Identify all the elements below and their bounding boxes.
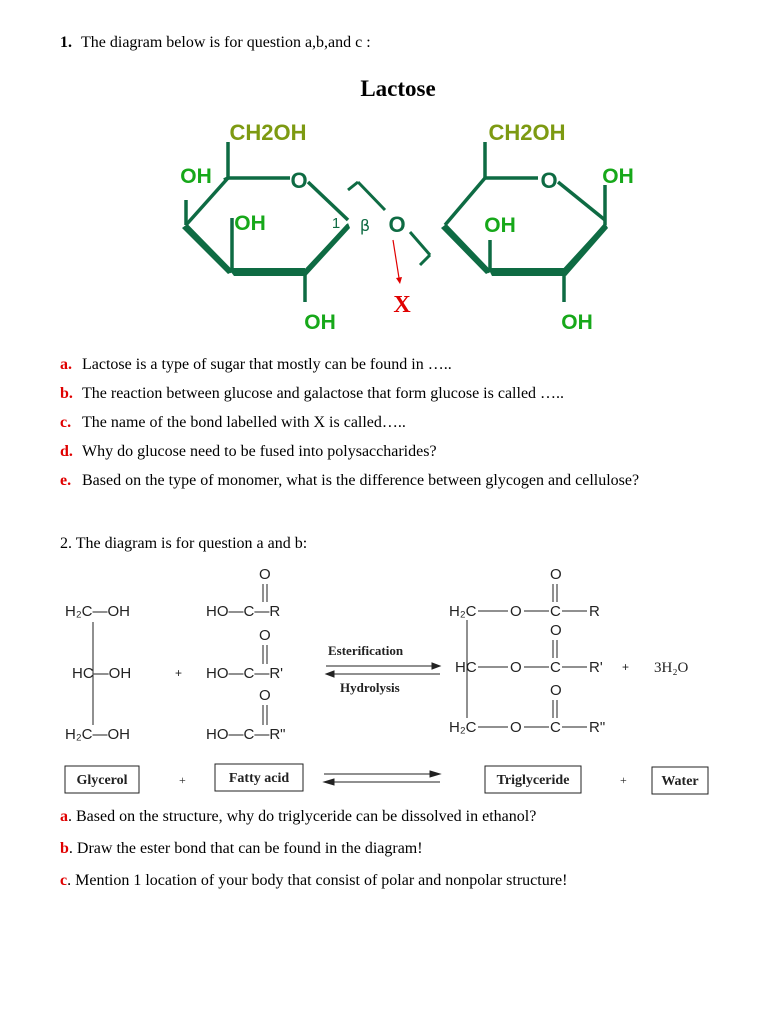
bottom-equilibrium-arrow bbox=[322, 770, 442, 786]
oh-right-bottom: OH bbox=[561, 311, 593, 334]
oh-right-mid: OH bbox=[484, 214, 516, 237]
question1-intro-text: The diagram below is for question a,b,an… bbox=[81, 34, 371, 51]
water-label: Water bbox=[661, 774, 698, 789]
left-ring-bold-edge-3 bbox=[182, 225, 232, 274]
water-box bbox=[651, 766, 709, 795]
left-ring-bold-edge-2 bbox=[302, 223, 350, 276]
oh-right-top: OH bbox=[602, 165, 634, 188]
tri-carbon-3: C bbox=[550, 719, 561, 736]
tri-row-1-left: H₂C bbox=[449, 603, 477, 620]
item-text: Lactose is a type of sugar that mostly c… bbox=[82, 356, 452, 373]
tri-ester-o-1: O bbox=[510, 603, 522, 620]
glycerol-row-3: H₂C—OH bbox=[65, 726, 130, 743]
item-text: The reaction between glucose and galacto… bbox=[82, 385, 565, 402]
tri-ester-o-2: O bbox=[510, 659, 522, 676]
right-ring-bold-edge-3 bbox=[441, 225, 490, 274]
triglyceride-label: Triglyceride bbox=[497, 773, 570, 788]
tri-carbon-2: C bbox=[550, 659, 561, 676]
tri-carbon-1: C bbox=[550, 603, 561, 620]
item-letter: c bbox=[60, 872, 68, 889]
item-letter: a bbox=[60, 808, 68, 825]
item-letter: d. bbox=[60, 443, 73, 460]
x-arrow-head bbox=[396, 277, 402, 284]
water-formula: 3H₂O bbox=[654, 660, 689, 676]
plus-1: + bbox=[175, 666, 182, 680]
fatty-carbonyl-o-2: O bbox=[259, 627, 271, 644]
item-text: The name of the bond labelled with X is … bbox=[82, 414, 406, 431]
right-ring-bold-edge bbox=[488, 268, 564, 276]
glycosidic-bridge bbox=[347, 180, 432, 267]
glycerol-box bbox=[64, 765, 140, 794]
glycerol-row-1: H₂C—OH bbox=[65, 603, 130, 620]
plus-2: + bbox=[622, 660, 629, 674]
item-letter: e. bbox=[60, 472, 72, 489]
oh-left-mid: OH bbox=[234, 212, 266, 235]
item-text: . Mention 1 location of your body that c… bbox=[67, 872, 568, 889]
question2-item-b: b. Draw the ester bond that can be found… bbox=[60, 840, 423, 858]
question2-item-a: a. Based on the structure, why do trigly… bbox=[60, 808, 536, 826]
item-letter: c. bbox=[60, 414, 72, 431]
fatty-row-2: HO—C—R' bbox=[206, 665, 283, 682]
ch2oh-left: CH2OH bbox=[229, 120, 306, 145]
left-ring-bold-edge bbox=[228, 268, 305, 276]
triglyceride-box bbox=[484, 765, 582, 794]
item-text: . Draw the ester bond that can be found … bbox=[68, 840, 423, 857]
question1-item-b: b. The reaction between glucose and galac… bbox=[60, 385, 564, 403]
fatty-acid-label: Fatty acid bbox=[229, 771, 289, 786]
tri-carbonyl-o-1: O bbox=[550, 566, 562, 583]
question1-item-a: a. Lactose is a type of sugar that mostly… bbox=[60, 356, 452, 374]
beta-symbol: β bbox=[360, 216, 370, 235]
x-label: X bbox=[393, 292, 411, 318]
question1-item-e: e. Based on the type of monomer, what is … bbox=[60, 472, 639, 490]
oh-left-top: OH bbox=[180, 165, 212, 188]
glycerol-label: Glycerol bbox=[76, 773, 127, 788]
tri-carbonyl-o-2: O bbox=[550, 622, 562, 639]
fatty-acid-box bbox=[214, 763, 304, 792]
item-letter: b. bbox=[60, 385, 73, 402]
tri-r-2: R' bbox=[589, 659, 603, 676]
glycerol-row-2: HC—OH bbox=[72, 665, 131, 682]
fatty-carbonyl-o-1: O bbox=[259, 566, 271, 583]
item-letter: a. bbox=[60, 356, 72, 373]
fatty-double-bonds bbox=[262, 584, 268, 725]
oh-left-bottom: OH bbox=[304, 311, 336, 334]
lactose-title: Lactose bbox=[360, 76, 435, 101]
equilibrium-arrow-top bbox=[324, 662, 442, 678]
esterification-label: Esterification bbox=[328, 643, 404, 658]
tri-r-1: R bbox=[589, 603, 600, 620]
question1-item-d: d. Why do glucose need to be fused into p… bbox=[60, 443, 437, 461]
question1-item-c: c. The name of the bond labelled with X i… bbox=[60, 414, 406, 432]
ring-o-left: O bbox=[290, 168, 307, 193]
right-ring-bold-edge-2 bbox=[560, 223, 608, 276]
question1-intro: 1. The diagram below is for question a,b,… bbox=[60, 34, 371, 52]
tri-carbonyl-o-3: O bbox=[550, 682, 562, 699]
plus-4: + bbox=[620, 773, 627, 787]
item-letter: b bbox=[60, 840, 69, 857]
tri-row-3-left: H₂C bbox=[449, 719, 477, 736]
bridge-oxygen: O bbox=[388, 212, 405, 237]
question1-number: 1. bbox=[60, 34, 72, 51]
ch2oh-right: CH2OH bbox=[488, 120, 565, 145]
question2-intro: 2. The diagram is for question a and b: bbox=[60, 535, 308, 552]
ring-o-right: O bbox=[540, 168, 557, 193]
tri-r-3: R" bbox=[589, 719, 605, 736]
plus-3: + bbox=[179, 773, 186, 787]
tri-bonds bbox=[478, 584, 587, 728]
hydrolysis-label: Hydrolysis bbox=[340, 680, 400, 695]
fatty-row-3: HO—C—R" bbox=[206, 726, 286, 743]
tri-row-2-left: HC bbox=[455, 659, 477, 676]
x-arrow-line bbox=[392, 239, 400, 279]
item-text: . Based on the structure, why do triglyc… bbox=[68, 808, 537, 825]
esterification-diagram: H₂C—OH HC—OH H₂C—OH + HO—C—R HO—C—R' HO—… bbox=[64, 566, 709, 795]
fatty-row-1: HO—C—R bbox=[206, 603, 280, 620]
question2-item-c: c. Mention 1 location of your body that … bbox=[60, 872, 567, 890]
lactose-diagram: Lactose bbox=[180, 76, 634, 334]
fatty-carbonyl-o-3: O bbox=[259, 687, 271, 704]
item-text: Based on the type of monomer, what is th… bbox=[82, 472, 640, 489]
tri-ester-o-3: O bbox=[510, 719, 522, 736]
carbon-number: 1 bbox=[332, 215, 340, 232]
item-text: Why do glucose need to be fused into pol… bbox=[82, 443, 437, 460]
right-ring bbox=[443, 142, 607, 302]
